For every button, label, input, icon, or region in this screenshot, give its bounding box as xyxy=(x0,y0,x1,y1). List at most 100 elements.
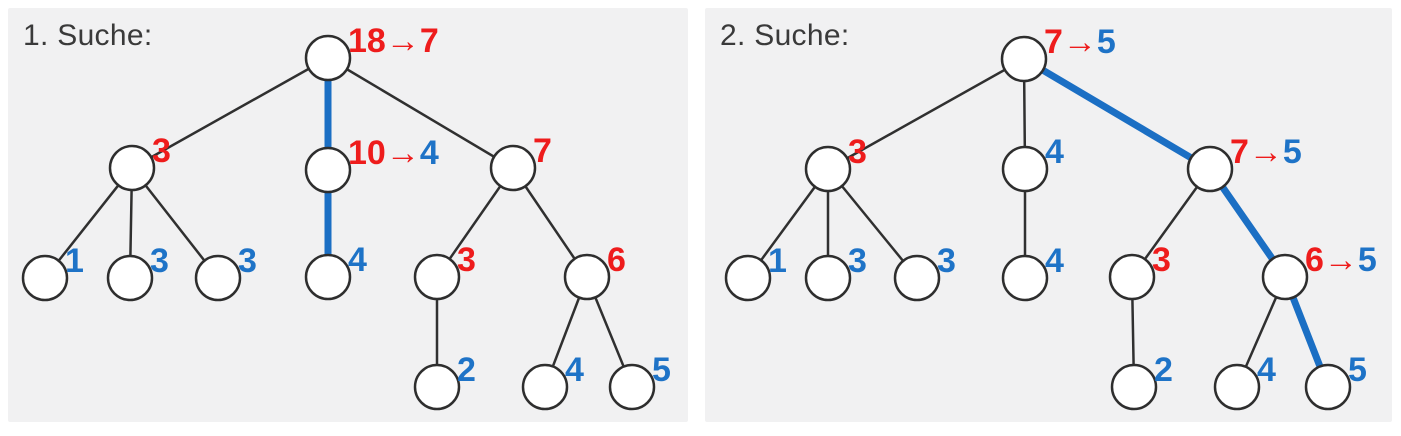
search-path-edge xyxy=(1020,55,1214,173)
tree-node-n10 xyxy=(304,146,352,194)
tree-node-l5 xyxy=(1304,363,1352,411)
node-label-l4b: 4 xyxy=(565,351,584,389)
tree-node-l4b xyxy=(521,363,569,411)
node-label-l1: 1 xyxy=(65,242,84,280)
label-part-blue: 2 xyxy=(1154,351,1173,389)
label-part-blue: 3 xyxy=(150,242,169,280)
label-part-red: → xyxy=(1324,241,1358,279)
label-part-red: → xyxy=(386,22,420,60)
tree-node-l5 xyxy=(608,363,656,411)
label-part-blue: 3 xyxy=(238,242,257,280)
label-part-blue: 3 xyxy=(848,242,867,280)
tree-node-l1 xyxy=(724,254,772,302)
label-part-red: 3 xyxy=(1152,241,1171,279)
label-part-red: 10 xyxy=(348,134,386,172)
tree-node-l3b xyxy=(893,254,941,302)
tree-node-n7 xyxy=(489,144,537,192)
label-part-blue: 4 xyxy=(1045,133,1064,171)
node-label-l4: 4 xyxy=(1045,242,1064,280)
node-label-n4: 4 xyxy=(1045,133,1064,171)
node-label-n3: 3 xyxy=(152,132,171,170)
label-part-blue: 4 xyxy=(1045,242,1064,280)
node-label-n65: 6→5 xyxy=(1305,241,1377,279)
label-part-blue: 3 xyxy=(937,242,956,280)
label-part-blue: 1 xyxy=(768,242,787,280)
tree-node-n6 xyxy=(563,253,611,301)
label-part-blue: 5 xyxy=(1283,133,1302,171)
node-label-n3: 3 xyxy=(848,133,867,171)
tree-node-l2 xyxy=(413,363,461,411)
tree-node-n4 xyxy=(1001,145,1049,193)
tree-node-n65 xyxy=(1261,253,1309,301)
label-part-red: 7 xyxy=(420,22,439,60)
node-label-l2: 2 xyxy=(1154,351,1173,389)
label-part-blue: 4 xyxy=(565,351,584,389)
label-part-blue: 5 xyxy=(652,351,671,389)
tree-node-l1 xyxy=(21,254,69,302)
label-part-red: 3 xyxy=(457,241,476,279)
node-label-n6: 6 xyxy=(607,241,626,279)
node-label-root: 7→5 xyxy=(1044,23,1116,61)
label-part-blue: 4 xyxy=(1257,351,1276,389)
tree-node-l3a xyxy=(804,254,852,302)
label-part-red: 6 xyxy=(607,241,626,279)
node-label-l4b: 4 xyxy=(1257,351,1276,389)
node-label-l1: 1 xyxy=(768,242,787,280)
panel-title-2: 2. Suche: xyxy=(720,19,850,52)
label-part-red: → xyxy=(1249,133,1283,171)
tree-node-n3r xyxy=(413,253,461,301)
node-label-l3b: 3 xyxy=(937,242,956,280)
tree-node-n3 xyxy=(108,144,156,192)
label-part-red: 18 xyxy=(348,22,386,60)
tree-node-root xyxy=(1000,35,1048,83)
node-label-l3a: 3 xyxy=(848,242,867,280)
tree-node-n3 xyxy=(804,145,852,193)
tree-node-n3r xyxy=(1108,253,1156,301)
node-label-l5: 5 xyxy=(1348,351,1367,389)
label-part-blue: 5 xyxy=(1348,351,1367,389)
tree-edge xyxy=(130,166,220,280)
tree-edge xyxy=(43,166,134,280)
tree-node-l4 xyxy=(304,253,352,301)
node-label-l4: 4 xyxy=(348,241,367,279)
node-label-n75: 7→5 xyxy=(1230,133,1302,171)
node-label-l5: 5 xyxy=(652,351,671,389)
tree-node-l2 xyxy=(1110,363,1158,411)
tree-edge xyxy=(326,56,515,170)
node-label-l3a: 3 xyxy=(150,242,169,280)
node-label-n7: 7 xyxy=(533,132,552,170)
label-part-red: 3 xyxy=(848,133,867,171)
node-label-l2: 2 xyxy=(457,351,476,389)
tree-node-l3a xyxy=(106,254,154,302)
label-part-red: 7 xyxy=(533,132,552,170)
label-part-blue: 1 xyxy=(65,242,84,280)
tree-node-l4 xyxy=(1001,254,1049,302)
node-label-n10: 10→4 xyxy=(348,134,439,172)
tree-node-n75 xyxy=(1186,145,1234,193)
node-label-root: 18→7 xyxy=(348,22,439,60)
label-part-red: 7 xyxy=(1044,23,1063,61)
panel-title-1: 1. Suche: xyxy=(23,19,153,52)
tree-node-root xyxy=(304,34,352,82)
tree-edge xyxy=(826,57,1026,171)
node-label-n3r: 3 xyxy=(1152,241,1171,279)
label-part-red: 3 xyxy=(152,132,171,170)
label-part-red: → xyxy=(1063,23,1097,61)
label-part-blue: 4 xyxy=(348,241,367,279)
tree-edge xyxy=(130,56,330,170)
label-part-blue: 4 xyxy=(420,134,439,172)
node-label-l3b: 3 xyxy=(238,242,257,280)
label-part-blue: 2 xyxy=(457,351,476,389)
label-part-red: 6 xyxy=(1305,241,1324,279)
tree-node-l3b xyxy=(194,254,242,302)
label-part-red: 7 xyxy=(1230,133,1249,171)
node-label-n3r: 3 xyxy=(457,241,476,279)
tree-edge xyxy=(826,167,919,280)
label-part-blue: 5 xyxy=(1097,23,1116,61)
tree-node-l4b xyxy=(1213,363,1261,411)
label-part-blue: 5 xyxy=(1358,241,1377,279)
